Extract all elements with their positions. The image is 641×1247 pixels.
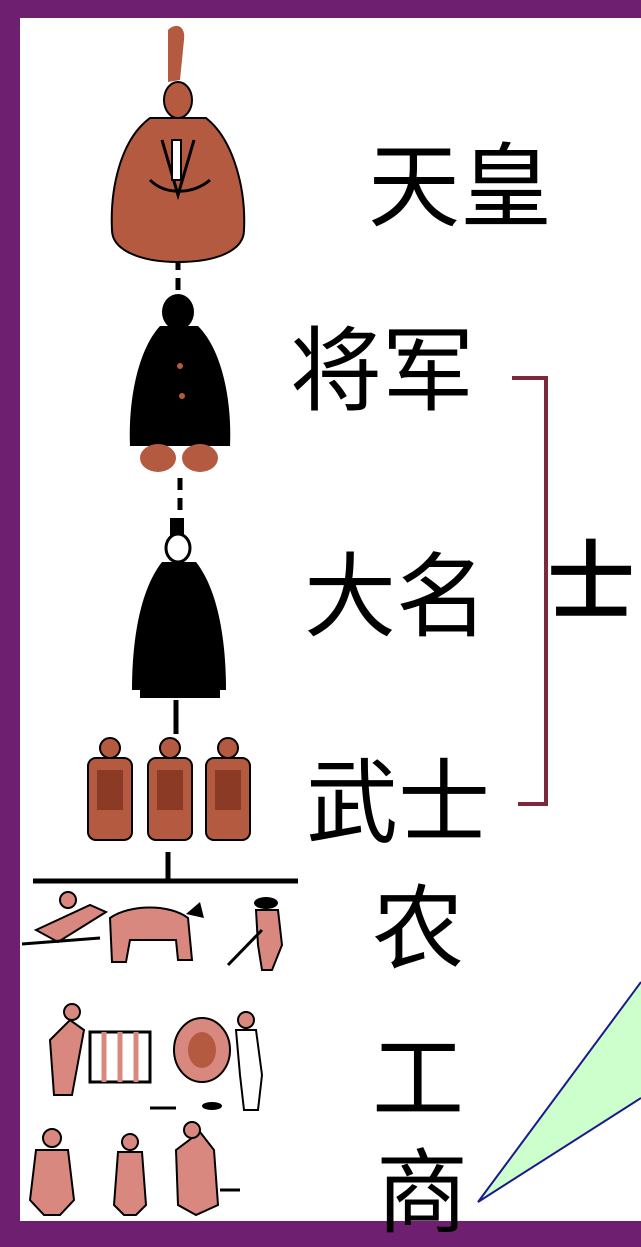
samurai-group-icon bbox=[87, 737, 251, 841]
shogun-figure-icon bbox=[129, 294, 231, 472]
label-shogun: 将军 bbox=[290, 318, 475, 425]
artisans-working-icon bbox=[48, 1003, 264, 1111]
label-emperor: 天皇 bbox=[368, 134, 553, 241]
label-farmers: 农 bbox=[372, 876, 465, 983]
warrior-class-bracket bbox=[512, 376, 548, 806]
farmers-plowing-icon bbox=[21, 891, 284, 971]
seated-emperor-icon bbox=[110, 25, 246, 264]
merchants-trading-icon bbox=[28, 1121, 240, 1217]
label-warrior-class: 士 bbox=[548, 533, 634, 633]
label-samurai: 武士 bbox=[306, 750, 491, 857]
daimyo-figure-icon bbox=[132, 518, 226, 698]
callout-pointer bbox=[477, 981, 641, 1203]
label-artisans: 工 bbox=[372, 1026, 465, 1133]
label-daimyo: 大名 bbox=[304, 544, 489, 651]
label-merchants: 商 bbox=[376, 1140, 469, 1247]
